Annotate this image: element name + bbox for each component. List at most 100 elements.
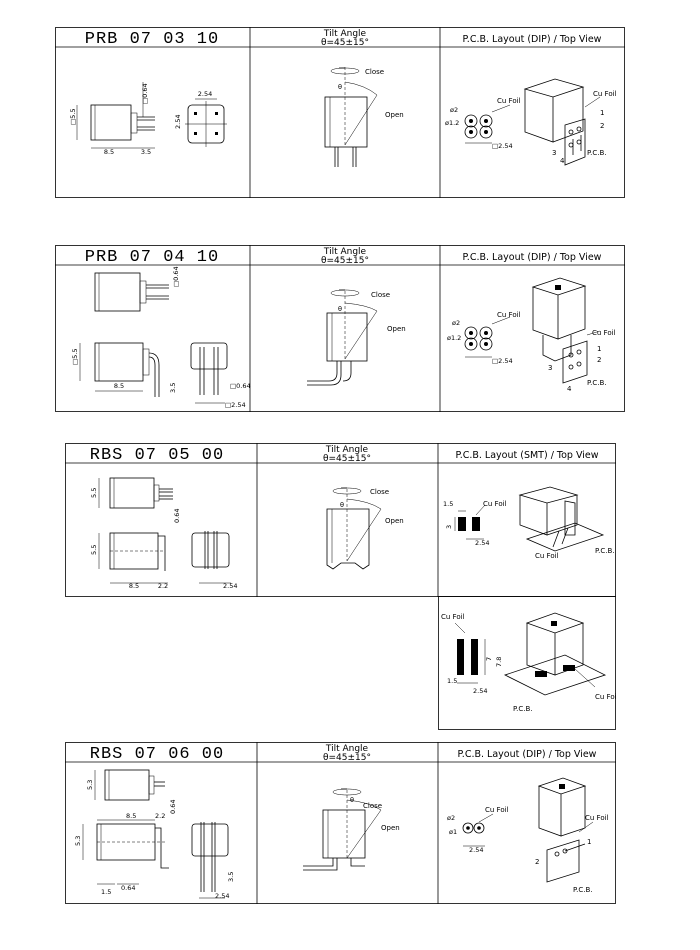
pcb-layout-drawing	[464, 78, 601, 166]
cu-foil-label-right: Cu Foil	[593, 90, 617, 98]
tilt-angle-drawing	[307, 289, 378, 386]
dim-3: 3	[445, 525, 453, 529]
model-title: PRB 07 04 10	[85, 248, 219, 267]
pin-1: 1	[600, 109, 604, 117]
pin-front-drawing	[191, 822, 229, 899]
dim-sq-0-64: □0.64	[141, 83, 149, 104]
tilt-angle-title: Tilt Angle	[325, 744, 369, 754]
dim-0-64-bottom: 0.64	[121, 884, 135, 892]
pcb-layout-title: P.C.B. Layout (DIP) / Top View	[458, 749, 597, 760]
pcb-layout-drawing	[462, 777, 594, 883]
dim-5-5-bottom: 5.5	[90, 545, 98, 555]
dim-sq-5-5: □5.5	[69, 109, 77, 125]
tilt-angle-value: θ=45±15°	[323, 753, 371, 763]
cu-foil-label-left: Cu Foil	[497, 97, 521, 105]
dim-8-5: 8.5	[126, 812, 136, 820]
open-label: Open	[381, 824, 400, 832]
tilt-angle-value: θ=45±15°	[323, 454, 371, 464]
tilt-angle-title: Tilt Angle	[323, 247, 367, 257]
dim-2-54: 2.54	[223, 582, 237, 590]
side-view-bottom-drawing	[98, 532, 168, 584]
theta-label: θ	[338, 83, 342, 91]
tilt-angle-drawing	[326, 487, 382, 570]
pin-4: 4	[560, 157, 565, 165]
open-label: Open	[387, 325, 406, 333]
pin-4: 4	[567, 385, 572, 393]
theta-label: θ	[350, 796, 354, 804]
dim-sq-0-64-front: □0.64	[230, 382, 251, 390]
section-rbs-070600: RBS 07 06 00 Tilt Angle θ=45±15° P.C.B. …	[65, 742, 617, 906]
section-prb-070410: PRB 07 04 10 Tilt Angle θ=45±15° P.C.B. …	[55, 245, 625, 413]
tilt-angle-title: Tilt Angle	[323, 29, 367, 39]
dim-dia-1: ø1	[449, 828, 457, 836]
dim-5-5-top: 5.5	[90, 488, 98, 498]
tilt-angle-drawing	[303, 788, 382, 871]
dim-0-64: 0.64	[173, 509, 181, 523]
dim-2-2: 2.2	[158, 582, 168, 590]
dim-2-54-smt: 2.54	[475, 539, 489, 547]
pcb-layout-title: P.C.B. Layout (SMT) / Top View	[455, 450, 598, 461]
pin-3: 3	[552, 149, 556, 157]
section-2-drawing: PRB 07 04 10 Tilt Angle θ=45±15° P.C.B. …	[55, 245, 625, 412]
tilt-angle-title: Tilt Angle	[325, 445, 369, 455]
section-3-drawing: RBS 07 05 00 Tilt Angle θ=45±15° P.C.B. …	[65, 443, 617, 730]
dim-2-54-pcb: 2.54	[469, 846, 483, 854]
pcb-layout-title: P.C.B. Layout (DIP) / Top View	[463, 34, 602, 45]
dim-8-5: 8.5	[114, 382, 124, 390]
cu-foil-label-left: Cu Foil	[485, 806, 509, 814]
dim-3-5: 3.5	[169, 383, 177, 393]
pcb-label: P.C.B.	[587, 149, 607, 157]
dim-1-5: 1.5	[101, 888, 111, 896]
close-label: Close	[371, 291, 390, 299]
theta-label: θ	[340, 501, 344, 509]
dim-1-5-lower: 1.5	[447, 677, 457, 685]
section-4-drawing: RBS 07 06 00 Tilt Angle θ=45±15° P.C.B. …	[65, 742, 616, 904]
dim-3-5: 3.5	[141, 148, 151, 156]
dim-dia-2: ø2	[452, 319, 460, 327]
pcb-label: P.C.B.	[573, 886, 593, 894]
pcb-layout-drawing-lower	[454, 612, 607, 696]
cu-foil-label-top: Cu Foil	[483, 500, 507, 508]
tilt-angle-drawing	[324, 67, 378, 167]
pin-2: 2	[600, 122, 604, 130]
dim-dia-1-2: ø1.2	[445, 119, 459, 127]
cu-foil-label-right: Cu Foil	[585, 814, 609, 822]
dim-sq-0-64-top: □0.64	[172, 266, 180, 287]
dim-7-8: 7.8	[495, 657, 503, 667]
dim-sq-2-54: □2.54	[492, 357, 513, 365]
dim-0-64: 0.64	[169, 800, 177, 814]
dim-5-3-bottom: 5.3	[74, 836, 82, 846]
pin-1: 1	[587, 838, 591, 846]
pin-front-drawing	[190, 342, 228, 404]
dim-sq-2-54: □2.54	[492, 142, 513, 150]
section-1-drawing: PRB 07 03 10 Tilt Angle θ=45±15° P.C.B. …	[55, 27, 625, 198]
pcb-layout-drawing-upper	[454, 486, 605, 552]
theta-label: θ	[338, 305, 342, 313]
dim-2-54-top: 2.54	[198, 90, 212, 98]
cu-foil-label-lower-top: Cu Foil	[441, 613, 465, 621]
pin-layout-drawing	[185, 98, 227, 147]
pcb-label: P.C.B.	[595, 547, 615, 555]
dim-2-54: 2.54	[215, 892, 229, 900]
close-label: Close	[370, 488, 389, 496]
dim-8-5: 8.5	[104, 148, 114, 156]
pin-2: 2	[535, 858, 539, 866]
dim-3-5: 3.5	[227, 872, 235, 882]
cu-foil-label-left: Cu Foil	[497, 311, 521, 319]
side-view-top-drawing	[94, 769, 165, 801]
dim-sq-5-5: □5.5	[71, 349, 79, 365]
close-label: Close	[363, 802, 382, 810]
open-label: Open	[385, 111, 404, 119]
side-view-bottom-drawing	[82, 819, 169, 885]
cu-foil-label-bottom: Cu Foil	[535, 552, 559, 560]
side-view-top-drawing	[94, 272, 169, 312]
open-label: Open	[385, 517, 404, 525]
side-view-bent-drawing	[79, 342, 160, 397]
pcb-layout-title: P.C.B. Layout (DIP) / Top View	[463, 252, 602, 263]
tilt-angle-value: θ=45±15°	[321, 256, 369, 266]
pcb-label-lower: P.C.B.	[513, 705, 533, 713]
pin-2: 2	[597, 356, 601, 364]
side-view-top-drawing	[98, 477, 173, 509]
pcb-layout-drawing	[464, 277, 601, 384]
pin-3: 3	[548, 364, 552, 372]
